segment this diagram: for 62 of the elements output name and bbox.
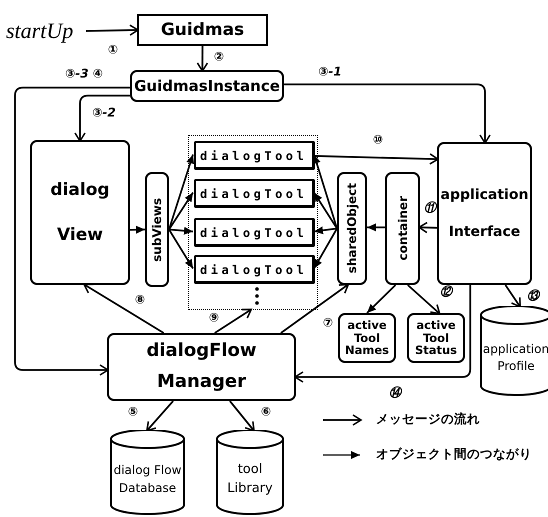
edge-label: ③-1 <box>317 66 343 78</box>
edge-label: ⑤ <box>126 406 140 418</box>
rounded-box: application Interface <box>437 142 532 285</box>
edge-label: ① <box>106 44 120 56</box>
arrow <box>284 84 491 144</box>
edge-label: ⑥ <box>260 406 272 418</box>
arrow <box>407 284 440 314</box>
rounded-box: active Tool Status <box>407 313 465 363</box>
edge-label: ⑧ <box>134 294 146 306</box>
tool-group-box <box>188 135 318 310</box>
arrow <box>74 94 130 142</box>
arrow <box>83 284 164 334</box>
edge-label: ⑪ <box>423 202 437 214</box>
rounded-box: subViews <box>145 172 169 287</box>
arrow <box>504 284 521 308</box>
arrow <box>14 86 130 376</box>
database-cylinder: tool Library <box>216 430 284 515</box>
arrow <box>314 226 338 234</box>
arrow <box>294 285 472 383</box>
arrow <box>366 284 396 314</box>
tool-box: dialogTool <box>194 218 315 247</box>
database-cylinder: application Profile <box>480 306 548 396</box>
rounded-box: GuidmasInstance <box>130 70 284 102</box>
arrow <box>280 284 350 334</box>
rounded-box: dialog View <box>30 140 130 285</box>
tool-box: dialogTool <box>194 255 315 284</box>
rounded-box: sharedObject <box>337 172 367 285</box>
arrow <box>168 192 194 230</box>
arrow <box>313 192 338 229</box>
edge-label: ⑦ <box>322 316 334 330</box>
edge-label: ⑫ <box>439 286 453 298</box>
arrow <box>229 400 255 432</box>
arrow <box>86 24 139 36</box>
database-cylinder: dialog Flow Database <box>110 430 185 515</box>
edge-label: ② <box>212 50 226 64</box>
arrow <box>314 153 439 165</box>
tool-box: dialogTool <box>194 179 315 208</box>
arrow <box>130 226 146 234</box>
edge-label: ③-3 ④ <box>64 68 104 80</box>
arrow <box>196 46 208 72</box>
edge-label: ⑨ <box>208 312 220 324</box>
arrow <box>168 154 194 230</box>
process-box: Guidmas <box>137 14 268 46</box>
rounded-box: active Tool Names <box>338 313 396 363</box>
legend-text: オブジェクト間のつながり <box>376 446 532 463</box>
start-label: startUp <box>6 16 86 46</box>
edge-label: ⑬ <box>526 290 540 302</box>
arrow <box>168 226 194 235</box>
edge-label: ⑭ <box>388 386 402 400</box>
legend-text: メッセージの流れ <box>376 411 480 428</box>
arrow <box>214 308 252 334</box>
edge-label: ③-2 <box>91 106 117 120</box>
rounded-box: dialogFlow Manager <box>107 333 296 401</box>
arrow <box>312 154 338 229</box>
rounded-box: container <box>385 172 420 285</box>
arrow <box>418 222 438 234</box>
arrow <box>146 400 174 432</box>
edge-label: ⑩ <box>372 134 384 146</box>
tool-box: dialogTool <box>194 141 315 170</box>
arrow <box>367 223 385 232</box>
arrow <box>313 228 338 269</box>
arrow <box>168 229 194 269</box>
